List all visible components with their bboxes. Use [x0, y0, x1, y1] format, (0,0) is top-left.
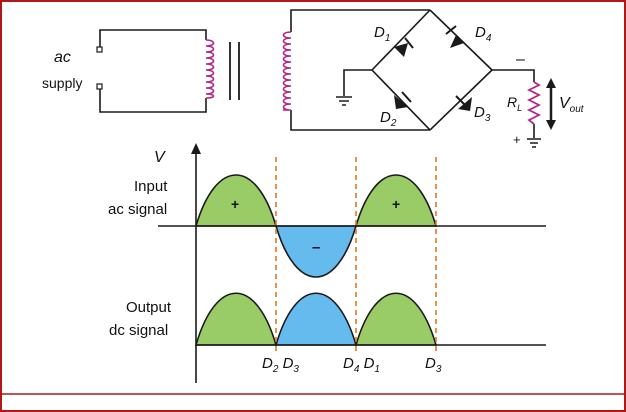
diode-d4	[445, 25, 464, 48]
y-axis-label: V	[154, 149, 166, 166]
supply-terminal-top	[96, 46, 103, 53]
vout-label: Vout	[559, 95, 585, 115]
input-minus-sign: –	[312, 239, 320, 256]
d2-label: D2	[380, 109, 397, 129]
y-axis-arrowhead	[191, 143, 201, 154]
secondary-wire-bottom	[290, 110, 430, 131]
diode-d3	[455, 95, 472, 111]
load-plus-sign: +	[513, 132, 521, 147]
circuit	[99, 9, 535, 138]
output-half-2	[274, 292, 358, 346]
bridge-d1-wire	[371, 9, 431, 71]
tick-label-1: D2 D3	[262, 355, 299, 375]
d1-label: D1	[374, 24, 390, 44]
ground-symbol-bridge	[336, 96, 352, 106]
primary-coil	[205, 39, 215, 99]
output-half-3	[354, 292, 438, 346]
load-minus-sign: –	[516, 51, 525, 68]
output-wire	[492, 69, 535, 82]
left-node-wire	[343, 69, 372, 96]
ground-symbol-load	[527, 138, 541, 148]
secondary-wire-top	[290, 9, 430, 32]
bridge-d2-wire	[371, 69, 431, 131]
rl-label: RL	[507, 94, 522, 113]
diode-d1	[394, 37, 414, 57]
input-plus-sign-2: +	[392, 196, 400, 212]
diode-d2	[394, 91, 412, 109]
input-label-line1: Input	[134, 178, 168, 195]
supply-terminal-bottom	[96, 83, 103, 90]
secondary-coil	[282, 31, 292, 111]
tick-label-2: D4 D1	[343, 355, 380, 375]
input-negative-half	[274, 225, 358, 278]
d3-label: D3	[474, 104, 491, 124]
ac-label: ac	[54, 49, 71, 66]
input-positive-half-1	[194, 174, 278, 227]
supply-wire-bottom	[99, 86, 207, 113]
vout-arrow	[546, 78, 556, 130]
input-label-line2: ac signal	[108, 201, 167, 218]
input-positive-half-2	[354, 174, 438, 227]
supply-wire	[99, 29, 207, 48]
input-plus-sign-1: +	[231, 196, 239, 212]
load-resistor	[526, 81, 542, 125]
d4-label: D4	[475, 24, 492, 44]
output-label-line1: Output	[126, 299, 172, 316]
output-label-line2: dc signal	[109, 322, 168, 339]
tick-label-3: D3	[425, 355, 442, 375]
output-half-1	[194, 292, 278, 346]
supply-label: supply	[42, 75, 82, 91]
